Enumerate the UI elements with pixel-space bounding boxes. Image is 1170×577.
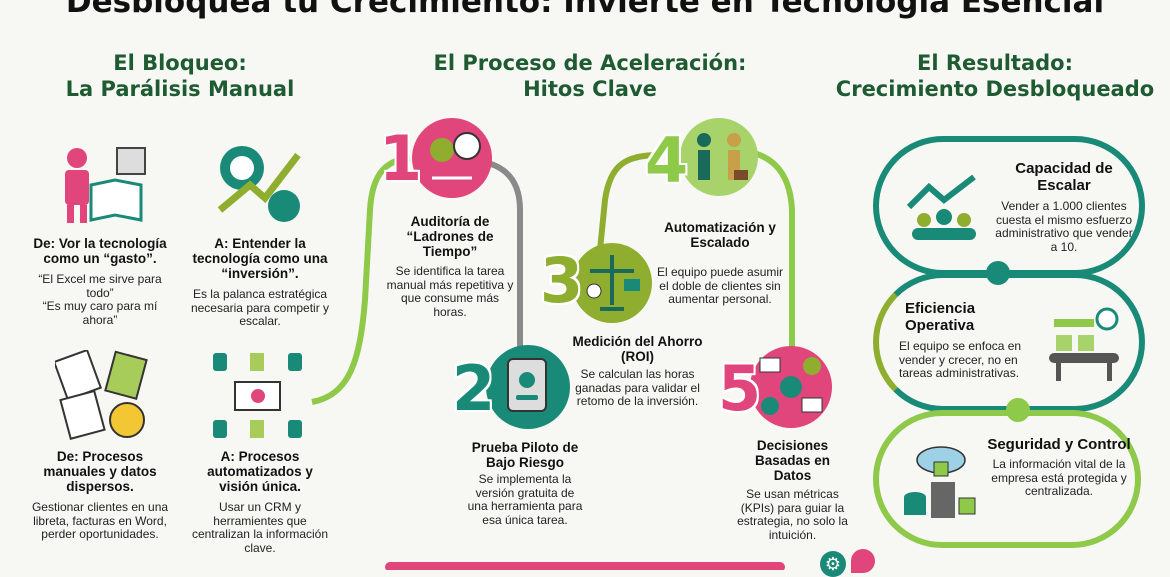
result-item-3: Seguridad y Control La información vital… bbox=[873, 410, 1141, 548]
result-heading: Seguridad y Control bbox=[987, 436, 1131, 453]
growth-team-icon bbox=[904, 172, 984, 242]
conveyor-belt-icon bbox=[1044, 303, 1124, 383]
result-title-line2: Crecimiento Desbloqueado bbox=[835, 77, 1155, 101]
process-step-1: Auditoría de “Ladrones de Tiempo” Se ide… bbox=[385, 214, 515, 319]
step-heading: Medición del Ahorro (ROI) bbox=[572, 334, 703, 364]
bottom-bar bbox=[385, 562, 785, 570]
blocked-item-body: Usar un CRM y herramientes que centraliz… bbox=[191, 500, 329, 555]
tablet-check-icon bbox=[486, 345, 570, 429]
blocked-title-line2: La Parálisis Manual bbox=[65, 77, 295, 101]
result-item-1: Capacidad de Escalar Vender a 1.000 clie… bbox=[873, 136, 1145, 276]
blocked-item-quote: “Es muy caro para mí ahora” bbox=[42, 299, 158, 327]
process-title-line2: Hitos Clave bbox=[523, 77, 657, 101]
result-body: Vender a 1.000 clientes cuesta el mismo … bbox=[995, 199, 1133, 254]
blocked-item-4: A: Procesos automatizados y visión única… bbox=[190, 449, 330, 555]
gear-icon: ⚙ bbox=[820, 551, 846, 577]
blocked-item-3: De: Procesos manuales y datos dispersos.… bbox=[30, 449, 170, 542]
blocked-item-1: De: Vor la tecnología como un “gasto”. “… bbox=[25, 236, 175, 327]
result-body: La información vital de la empresa está … bbox=[991, 457, 1127, 498]
process-column-title: El Proceso de Aceleración:Hitos Clave bbox=[410, 50, 770, 102]
result-column-title: El Resultado:Crecimiento Desbloqueado bbox=[830, 50, 1160, 102]
blocked-item-body: Gestionar clientes en una libreta, factu… bbox=[31, 500, 169, 541]
step-body: Se identifica la tarea manual más repeti… bbox=[386, 264, 514, 319]
connector-dot bbox=[986, 261, 1010, 285]
page-title: Desbloquea tu Crecimiento: Invierte en T… bbox=[65, 0, 1105, 20]
handshake-icon bbox=[680, 118, 758, 196]
blocked-item-heading: De: Vor la tecnología como un “gasto”. bbox=[33, 236, 167, 266]
step-number: 4 bbox=[645, 124, 689, 197]
blocked-title-line1: El Bloqueo: bbox=[113, 51, 247, 75]
step-number: 3 bbox=[540, 244, 584, 317]
balance-scale-icon bbox=[572, 243, 652, 323]
step-heading: Decisiones Basadas en Datos bbox=[754, 438, 831, 483]
result-item-2: Eficiencia Operativa El equipo se enfoca… bbox=[873, 272, 1145, 412]
process-step-5: Decisiones Basadas en Datos Se usan métr… bbox=[735, 438, 850, 542]
blocked-item-2: A: Entender la tecnología como una “inve… bbox=[185, 236, 335, 329]
result-heading: Capacidad de Escalar bbox=[1015, 160, 1113, 194]
blocked-item-heading: A: Procesos automatizados y visión única… bbox=[207, 449, 313, 494]
cloud-security-icon bbox=[901, 442, 981, 520]
process-title-line1: El Proceso de Aceleración: bbox=[433, 51, 747, 75]
brain-analytics-icon bbox=[750, 346, 832, 428]
gears-clock-icon bbox=[412, 118, 492, 198]
step-body: Se usan métricas (KPIs) para guiar la es… bbox=[737, 487, 848, 542]
scattered-papers-confused-face-icon bbox=[55, 350, 150, 440]
step-body: El equipo puede asumir el doble de clien… bbox=[656, 265, 784, 306]
result-heading: Eficiencia Operativa bbox=[905, 300, 976, 334]
blocked-item-heading: A: Entender la tecnología como una “inve… bbox=[192, 236, 328, 281]
step-body: Se implementa la versión gratuita de una… bbox=[467, 472, 583, 527]
blocked-item-quote: “El Excel me sirve para todo” bbox=[38, 272, 162, 300]
step-number: 5 bbox=[718, 352, 762, 425]
gear-growth-money-icon bbox=[210, 140, 305, 225]
process-step-3: Medición del Ahorro (ROI) Se calculan la… bbox=[570, 334, 705, 409]
connector-dot bbox=[1006, 398, 1030, 422]
blocked-column-title: El Bloqueo:La Parálisis Manual bbox=[30, 50, 330, 102]
blocked-item-heading: De: Procesos manuales y datos dispersos. bbox=[43, 449, 157, 494]
step-heading: Automatización y Escalado bbox=[664, 220, 776, 250]
process-step-2: Prueba Piloto de Bajo Riesgo Se implemen… bbox=[465, 440, 585, 527]
location-pin-icon bbox=[851, 549, 875, 573]
step-number: 1 bbox=[379, 122, 423, 195]
result-title-line1: El Resultado: bbox=[917, 51, 1073, 75]
process-step-4: Automatización y Escalado El equipo pued… bbox=[655, 220, 785, 307]
step-number: 2 bbox=[452, 352, 496, 425]
step-heading: Auditoría de “Ladrones de Tiempo” bbox=[406, 214, 494, 259]
centralized-crm-icon bbox=[210, 350, 305, 440]
result-body: El equipo se enfoca en vender y crecer, … bbox=[899, 339, 1022, 380]
stressed-person-books-icon bbox=[55, 140, 150, 225]
step-body: Se calculan las horas ganadas para valid… bbox=[575, 367, 700, 408]
blocked-item-body: Es la palanca estratégica necesaria para… bbox=[190, 287, 330, 328]
step-heading: Prueba Piloto de Bajo Riesgo bbox=[471, 440, 579, 470]
